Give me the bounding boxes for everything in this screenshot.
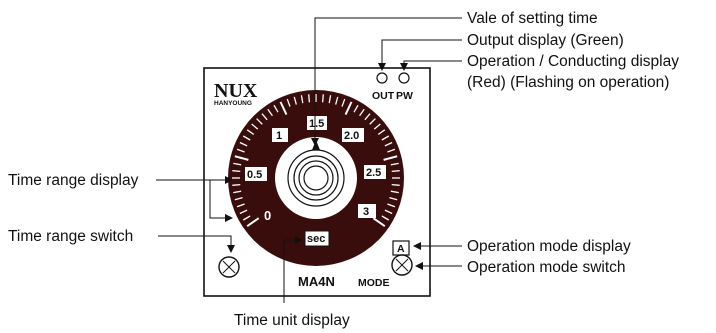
callout-operation-display-line1: Operation / Conducting display <box>467 53 679 70</box>
dial-tick <box>383 155 398 161</box>
dial-label-0-5: 0.5 <box>247 169 262 181</box>
dial-tick <box>293 96 297 105</box>
dial-tick <box>267 108 273 117</box>
dial-tick <box>286 98 291 107</box>
dial-tick <box>233 162 242 166</box>
dial-tick <box>232 170 241 173</box>
brand-subtitle: HANYOUNG <box>214 100 252 107</box>
dial-label-box-2-5 <box>364 165 386 179</box>
dial-tick <box>391 170 400 173</box>
dial-tick <box>233 190 242 194</box>
pw-led-icon <box>398 72 410 84</box>
callout-operation-mode-display: Operation mode display <box>467 238 631 255</box>
dial-tick <box>308 94 311 103</box>
callout-setting-time: Vale of setting time <box>467 10 598 27</box>
time-range-display-leader-bottom <box>209 180 233 222</box>
dial-tick <box>353 104 359 113</box>
dial-tick <box>279 101 288 115</box>
dial-label-1: 1 <box>276 130 282 142</box>
dial-tick <box>390 190 399 194</box>
dial-label-2-5: 2.5 <box>366 167 381 179</box>
dial-label-0: 0 <box>264 208 271 223</box>
dial-tick <box>239 141 248 147</box>
brand-logo: NUX HANYOUNG <box>214 80 258 107</box>
knob-icon[interactable] <box>303 165 329 191</box>
callout-time-unit-display: Time unit display <box>234 312 350 329</box>
dial-label-box-1 <box>272 128 288 142</box>
dial-tick <box>256 118 263 125</box>
dial-tick <box>273 104 279 113</box>
dial-tick <box>236 203 245 208</box>
dial-tick <box>335 96 339 105</box>
dial-tick <box>328 95 332 104</box>
dial-tick <box>242 215 251 221</box>
dial-tick <box>389 197 398 201</box>
dial-tick <box>341 98 346 107</box>
out-label: OUT <box>372 90 395 102</box>
dial-tick <box>387 203 396 208</box>
dial-tick <box>236 148 245 153</box>
out-led-icon <box>376 72 388 84</box>
dial-tick <box>344 101 353 115</box>
callout-time-range-display: Time range display <box>8 172 139 189</box>
dial-tick <box>387 148 396 153</box>
dial-tick <box>300 95 304 104</box>
mode-label: MODE <box>358 277 390 289</box>
dial-tick <box>261 113 268 121</box>
output-display-leader <box>378 39 462 71</box>
dial-tick <box>251 123 259 130</box>
operation-display-leader <box>400 60 462 71</box>
brand-logo-text: NUX <box>214 80 258 102</box>
callout-operation-mode-switch: Operation mode switch <box>467 259 626 276</box>
dial-tick <box>232 183 241 186</box>
dial-label-1-5: 1.5 <box>309 118 324 130</box>
dial-tick <box>364 113 371 121</box>
dial-label-box-0-5 <box>245 167 267 181</box>
callout-operation-display-line2: (Red) (Flashing on operation) <box>467 74 669 91</box>
dial-tick <box>321 94 324 103</box>
time-range-switch[interactable] <box>218 256 240 278</box>
dial-tick <box>246 217 260 227</box>
dial-tick <box>239 209 248 215</box>
time-unit-text: sec <box>307 233 325 245</box>
dial-tick <box>234 197 243 201</box>
operation-mode-switch[interactable] <box>391 254 413 276</box>
time-unit-window <box>304 230 330 247</box>
callout-time-range-switch: Time range switch <box>8 228 133 245</box>
dial-tick <box>381 135 390 141</box>
dial-tick <box>369 118 376 125</box>
operation-mode-display-text: A <box>397 243 405 255</box>
pw-label: PW <box>396 90 413 102</box>
callout-output-display: Output display (Green) <box>467 32 624 49</box>
dial-label-box-3 <box>358 204 376 218</box>
dial-tick <box>246 129 255 135</box>
dial-tick <box>391 183 400 186</box>
dial-tick <box>234 155 249 161</box>
dial-tick <box>384 209 393 215</box>
dial-tick <box>359 108 365 117</box>
model-label: MA4N <box>298 274 335 289</box>
dial-label-box-2-0 <box>342 128 364 142</box>
time-range-switch-leader <box>158 235 235 253</box>
dial-tick <box>242 135 251 141</box>
dial-tick <box>373 123 381 130</box>
dial-label-box-1-5 <box>307 116 327 130</box>
dial-tick <box>381 215 390 221</box>
dial-label-2-0: 2.0 <box>344 130 359 142</box>
dial-scale-ticks <box>232 94 400 227</box>
dial-tick <box>372 217 386 227</box>
dial-tick <box>384 141 393 147</box>
setting-time-leader <box>311 17 462 146</box>
dial-label-3: 3 <box>363 206 369 218</box>
dial-tick <box>390 162 399 166</box>
dial-tick <box>377 129 386 135</box>
